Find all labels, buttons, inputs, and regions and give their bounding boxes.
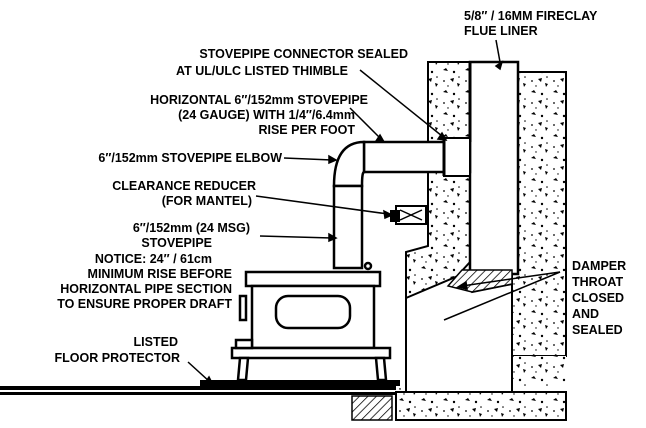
chimney-masonry <box>370 61 567 421</box>
label-line: FLUE LINER <box>464 24 538 38</box>
label-line: CLOSED <box>572 291 624 305</box>
wood-stove <box>230 261 392 382</box>
label-line: CLEARANCE REDUCER <box>112 179 256 193</box>
label-line: MINIMUM RISE BEFORE <box>88 267 232 281</box>
label-floor-protector: LISTED FLOOR PROTECTOR <box>55 335 180 365</box>
label-line: FLOOR PROTECTOR <box>55 351 180 365</box>
label-line: TO ENSURE PROPER DRAFT <box>57 297 232 311</box>
flue-liner <box>468 60 520 276</box>
label-line: 5/8″ / 16MM FIRECLAY <box>464 9 598 23</box>
label-elbow: 6″/152mm STOVEPIPE ELBOW <box>98 151 282 165</box>
label-connector: STOVEPIPE CONNECTOR SEALED AT UL/ULC LIS… <box>176 47 408 78</box>
label-stovepipe: 6″/152mm (24 MSG) STOVEPIPE <box>133 221 250 250</box>
label-horizontal-pipe: HORIZONTAL 6″/152mm STOVEPIPE (24 GAUGE)… <box>150 93 368 137</box>
label-line: (FOR MANTEL) <box>162 194 252 208</box>
label-line: STOVEPIPE <box>141 236 212 250</box>
label-clearance-reducer: CLEARANCE REDUCER (FOR MANTEL) <box>112 179 256 208</box>
label-flue-liner: 5/8″ / 16MM FIRECLAY FLUE LINER <box>464 9 598 38</box>
label-line: (24 GAUGE) WITH 1/4″/6.4mm <box>178 108 355 122</box>
label-line: NOTICE: 24″ / 61cm <box>95 252 212 266</box>
label-line: RISE PER FOOT <box>258 123 355 137</box>
clearance-reducer <box>390 205 427 225</box>
floor-protector <box>0 380 400 421</box>
label-line: AND <box>572 307 599 321</box>
label-line: 6″/152mm STOVEPIPE ELBOW <box>98 151 282 165</box>
label-line: AT UL/ULC LISTED THIMBLE <box>176 64 348 78</box>
label-line: 6″/152mm (24 MSG) <box>133 221 250 235</box>
label-line: LISTED <box>134 335 178 349</box>
label-line: THROAT <box>572 275 624 289</box>
label-notice: NOTICE: 24″ / 61cm MINIMUM RISE BEFORE H… <box>57 252 232 311</box>
label-line: HORIZONTAL PIPE SECTION <box>60 282 232 296</box>
thimble <box>442 137 471 177</box>
label-line: SEALED <box>572 323 623 337</box>
label-line: STOVEPIPE CONNECTOR SEALED <box>199 47 408 61</box>
label-damper: DAMPER THROAT CLOSED AND SEALED <box>572 259 626 337</box>
label-line: HORIZONTAL 6″/152mm STOVEPIPE <box>150 93 368 107</box>
leader-lines <box>187 39 561 387</box>
label-line: DAMPER <box>572 259 626 273</box>
